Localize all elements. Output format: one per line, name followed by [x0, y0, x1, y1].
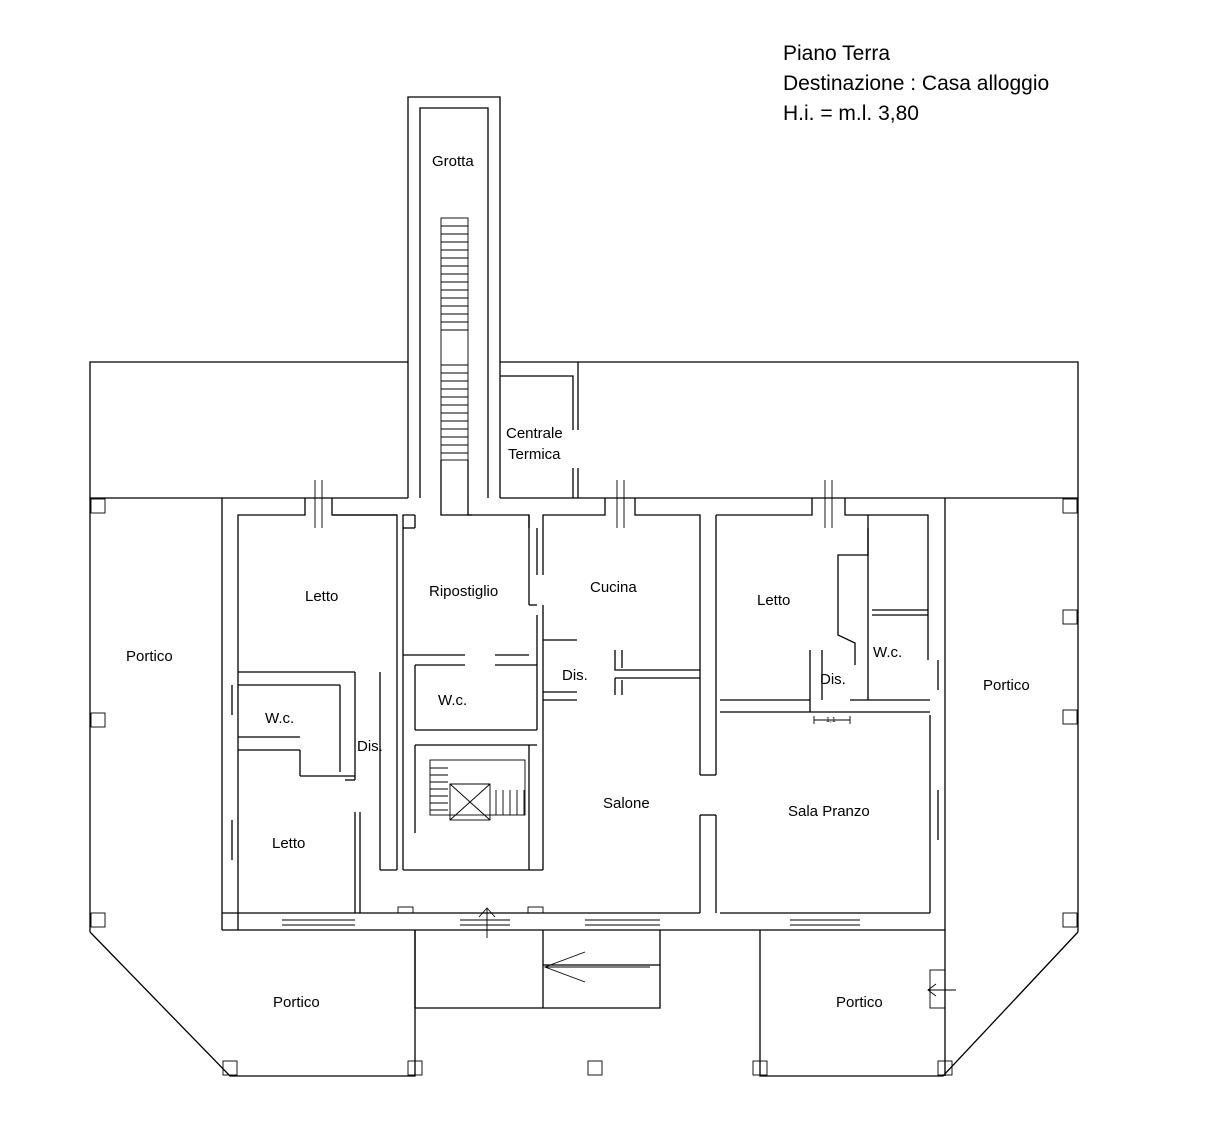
column	[587, 1060, 603, 1076]
room-label-portico-se: Portico	[836, 994, 883, 1011]
room-label-letto-nw: Letto	[305, 588, 338, 605]
room-label-cucina: Cucina	[590, 579, 637, 596]
room-label-dis-w: Dis.	[357, 738, 383, 755]
column	[90, 498, 106, 514]
column	[1062, 609, 1078, 625]
grotta-tunnel	[407, 96, 501, 498]
column	[1062, 709, 1078, 725]
east-portico	[759, 498, 1079, 1077]
central-walls	[402, 498, 544, 871]
room-label-letto-sw: Letto	[272, 835, 305, 852]
column	[90, 912, 106, 928]
dis-mid-walls	[543, 639, 700, 701]
room-label-portico-w: Portico	[126, 648, 173, 665]
column	[752, 1060, 768, 1076]
north-windows	[303, 480, 847, 528]
room-label-dis-ne: Dis.	[820, 671, 846, 688]
entrance-ramp	[415, 930, 661, 1009]
title-floor: Piano Terra	[783, 42, 890, 65]
east-portico-arrow	[927, 983, 956, 997]
south-windows	[282, 906, 860, 926]
grotta-stairs	[440, 217, 469, 461]
west-wing-walls	[231, 671, 397, 913]
north-strip	[89, 361, 1079, 499]
column	[1062, 912, 1078, 928]
column	[90, 712, 106, 728]
room-label-sala-pranzo: Sala Pranzo	[788, 803, 870, 820]
room-label-portico-sw: Portico	[273, 994, 320, 1011]
main-walls	[221, 498, 946, 931]
dimension-mark: 1,1	[813, 716, 851, 724]
room-label-dis-mid: Dis.	[562, 667, 588, 684]
room-label-ripostiglio: Ripostiglio	[429, 583, 498, 600]
column	[937, 1060, 953, 1076]
column	[407, 1060, 423, 1076]
ramp-arrow	[543, 951, 650, 983]
room-label-letto-ne: Letto	[757, 592, 790, 609]
column	[1062, 498, 1078, 514]
room-label-wc-w: W.c.	[265, 710, 294, 727]
east-wing-walls	[716, 498, 939, 840]
entrance-arrow	[478, 907, 496, 938]
room-label-wc-mid: W.c.	[438, 692, 467, 709]
dimension-text: 1,1	[826, 717, 836, 724]
portico-columns	[90, 498, 1078, 1076]
room-label-termica: Termica	[508, 446, 561, 463]
room-label-salone: Salone	[603, 795, 650, 812]
west-portico	[89, 498, 416, 1077]
cucina-salone-walls	[542, 498, 717, 913]
column	[222, 1060, 238, 1076]
main-staircase	[429, 759, 526, 821]
title-destination: Destinazione : Casa alloggio	[783, 72, 1049, 95]
room-label-centrale: Centrale	[506, 425, 563, 442]
title-height: H.i. = m.l. 3,80	[783, 102, 919, 125]
room-label-portico-e: Portico	[983, 677, 1030, 694]
room-label-wc-ne: W.c.	[873, 644, 902, 661]
room-label-grotta: Grotta	[432, 153, 474, 170]
